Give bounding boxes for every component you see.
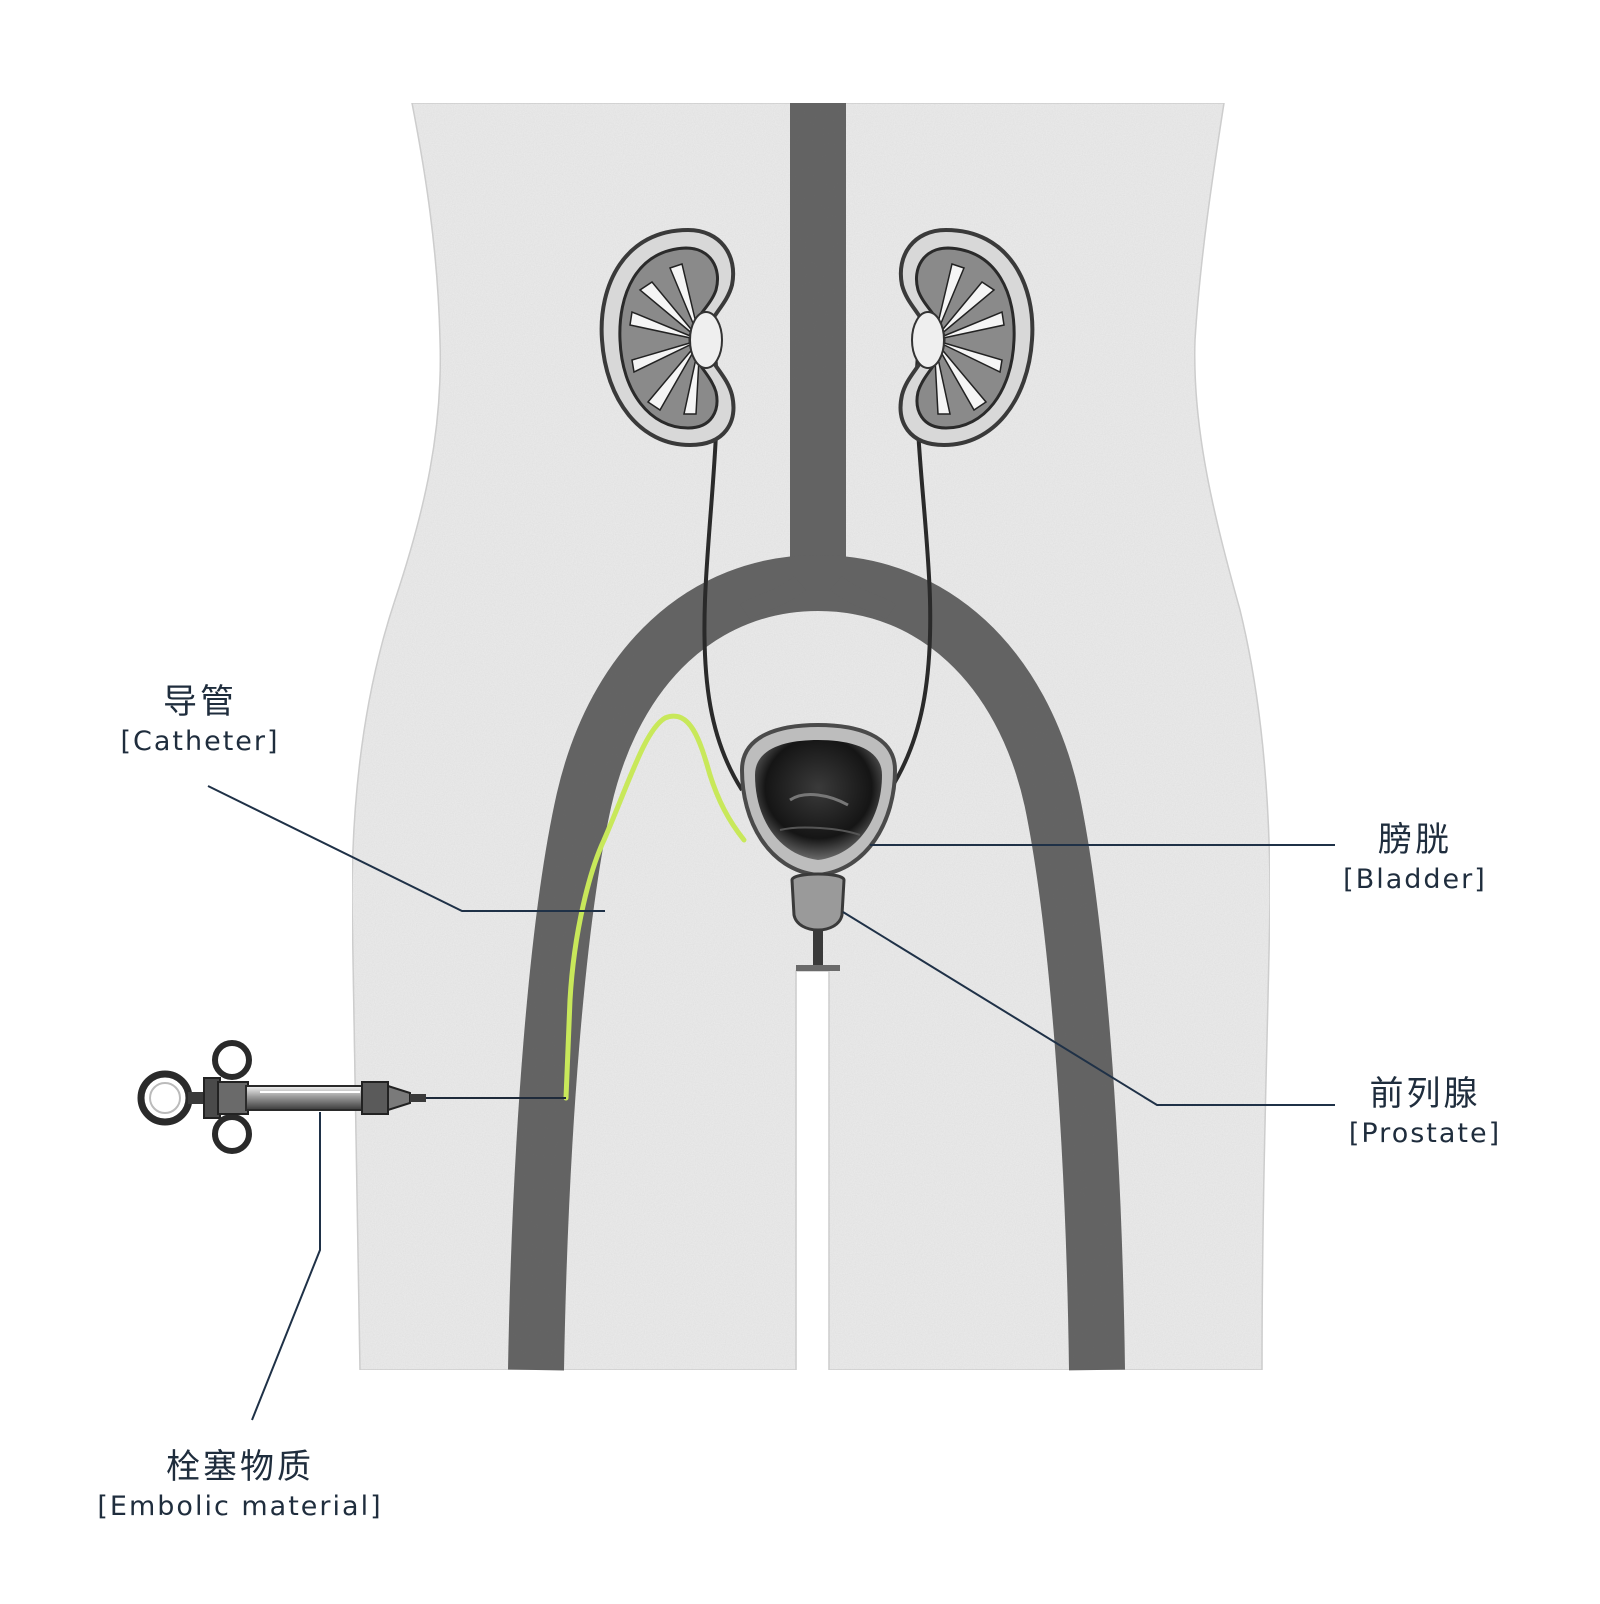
prostate-label-zh: 前列腺	[1369, 1074, 1481, 1114]
prostate-label: 前列腺 [Prostate]	[1325, 1072, 1525, 1152]
kidney-right-icon	[898, 227, 1035, 448]
bladder-label-en: [Bladder]	[1343, 864, 1487, 895]
bladder-icon	[739, 722, 898, 878]
prostate-label-en: [Prostate]	[1348, 1118, 1502, 1149]
embolic-label-en: [Embolic material]	[97, 1491, 383, 1522]
prostate-icon	[790, 872, 846, 971]
embolic-leader-line	[251, 1112, 321, 1421]
catheter-label-zh: 导管	[163, 682, 237, 722]
catheter-label: 导管 [Catheter]	[95, 680, 305, 760]
artery-vessel	[508, 103, 1125, 1371]
prostate-leader-line	[842, 911, 1335, 1106]
bladder-label-zh: 膀胱	[1378, 820, 1452, 860]
catheter-line	[563, 713, 747, 1101]
catheter-label-en: [Catheter]	[120, 726, 280, 757]
leader-lines	[207, 785, 1335, 1421]
embolic-label-zh: 栓塞物质	[166, 1447, 314, 1487]
catheter-leader-line	[207, 785, 605, 912]
embolic-label: 栓塞物质 [Embolic material]	[65, 1445, 415, 1525]
syringe-icon	[137, 1040, 566, 1154]
bladder-label: 膀胱 [Bladder]	[1320, 818, 1510, 898]
kidney-left-icon	[599, 227, 736, 448]
